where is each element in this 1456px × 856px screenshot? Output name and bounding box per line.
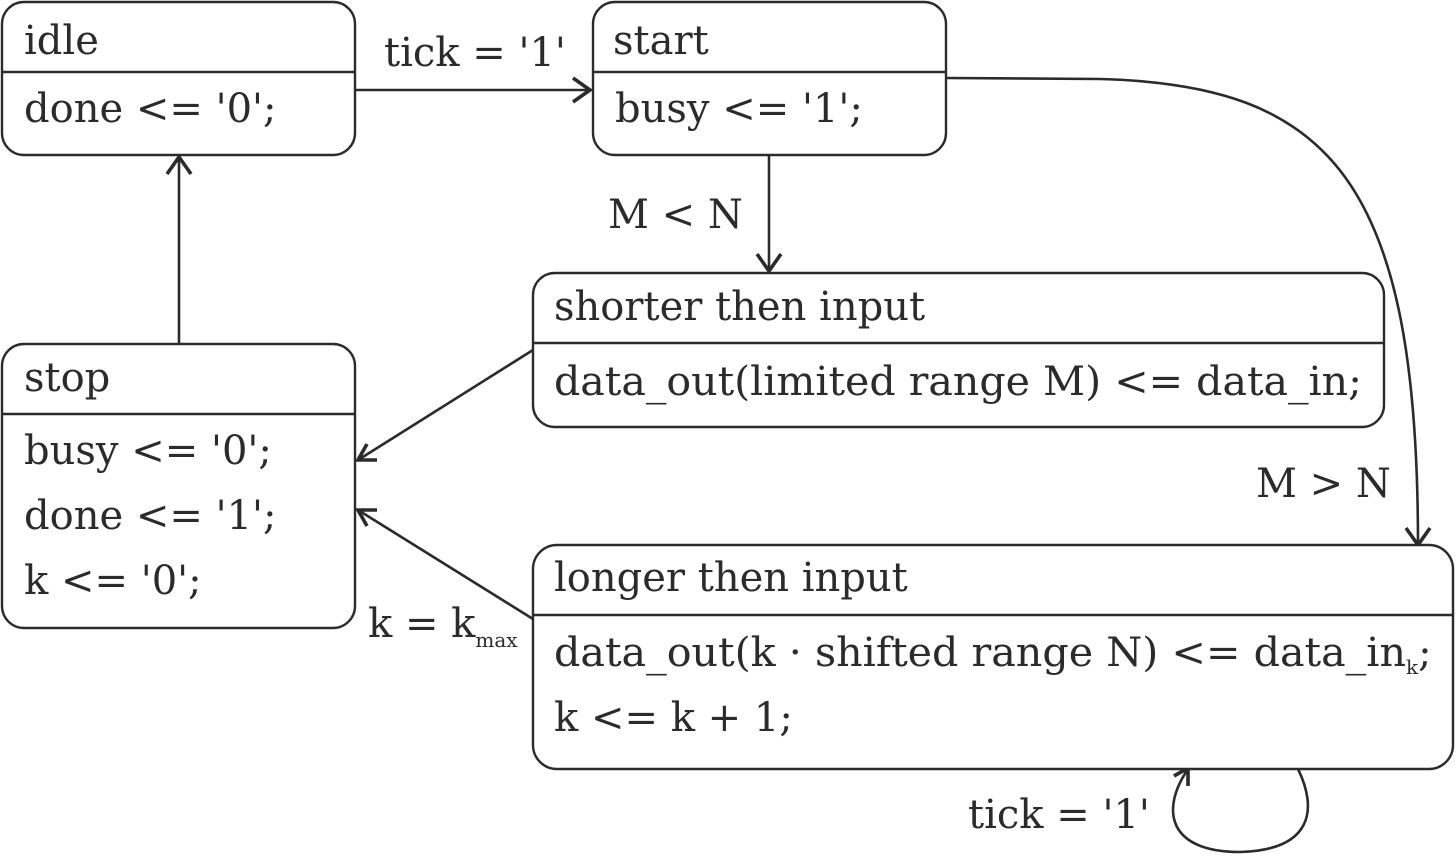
transition-label: M < N bbox=[608, 192, 743, 238]
edge-line bbox=[945, 76, 1420, 546]
state-stop: stop busy <= '0'; done <= '1'; k <= '0'; bbox=[0, 342, 357, 630]
state-name: shorter then input bbox=[554, 284, 925, 330]
label-subscript: max bbox=[475, 628, 518, 652]
arrowhead-icon bbox=[165, 153, 193, 176]
arrowhead-icon bbox=[354, 508, 377, 527]
arrowhead-icon bbox=[354, 443, 377, 462]
transition-idle-to-start: tick = '1' bbox=[355, 30, 594, 104]
edge-line bbox=[357, 508, 534, 621]
state-name: start bbox=[613, 18, 709, 64]
state-action: data_out(limited range M) <= data_in; bbox=[554, 359, 1362, 405]
transition-start-to-shorter: M < N bbox=[608, 155, 783, 275]
state-box bbox=[531, 271, 1386, 429]
state-action: busy <= '0'; bbox=[24, 428, 272, 474]
state-shorter-then-input: shorter then input data_out(limited rang… bbox=[531, 271, 1386, 429]
state-longer-then-input: longer then input data_out(k · shifted r… bbox=[531, 543, 1455, 771]
arrowhead-icon bbox=[571, 76, 594, 104]
action-subscript: k bbox=[1406, 655, 1419, 679]
transition-start-to-longer: M > N bbox=[945, 76, 1432, 549]
state-box bbox=[591, 0, 948, 157]
transition-longer-self-loop: tick = '1' bbox=[968, 764, 1310, 854]
state-idle: idle done <= '0'; bbox=[0, 0, 357, 157]
action-suffix: ; bbox=[1418, 630, 1431, 676]
state-start: start busy <= '1'; bbox=[591, 0, 948, 157]
transition-stop-to-idle bbox=[165, 153, 193, 344]
action-main: data_out(k · shifted range N) <= data_in bbox=[554, 630, 1406, 676]
state-action: busy <= '1'; bbox=[615, 86, 863, 132]
transition-label: k = kmax bbox=[368, 601, 518, 652]
state-name: longer then input bbox=[554, 555, 908, 601]
state-box bbox=[0, 0, 357, 157]
transition-shorter-to-stop bbox=[354, 348, 534, 462]
state-name: idle bbox=[24, 18, 99, 64]
transition-label: tick = '1' bbox=[384, 30, 566, 76]
state-action: done <= '0'; bbox=[24, 86, 277, 132]
edge-line bbox=[357, 348, 534, 462]
arrowhead-icon bbox=[755, 252, 783, 275]
transition-label: M > N bbox=[1256, 461, 1391, 507]
state-action: done <= '1'; bbox=[24, 493, 277, 539]
transition-label: tick = '1' bbox=[968, 792, 1150, 838]
state-action: data_out(k · shifted range N) <= data_in… bbox=[554, 630, 1432, 679]
state-box bbox=[531, 543, 1455, 771]
state-action: k <= k + 1; bbox=[554, 695, 793, 741]
edge-line bbox=[1171, 768, 1310, 854]
state-name: stop bbox=[24, 355, 110, 401]
state-action: k <= '0'; bbox=[24, 558, 202, 604]
transition-longer-to-stop: k = kmax bbox=[354, 508, 534, 652]
label-main: k = k bbox=[368, 601, 476, 647]
